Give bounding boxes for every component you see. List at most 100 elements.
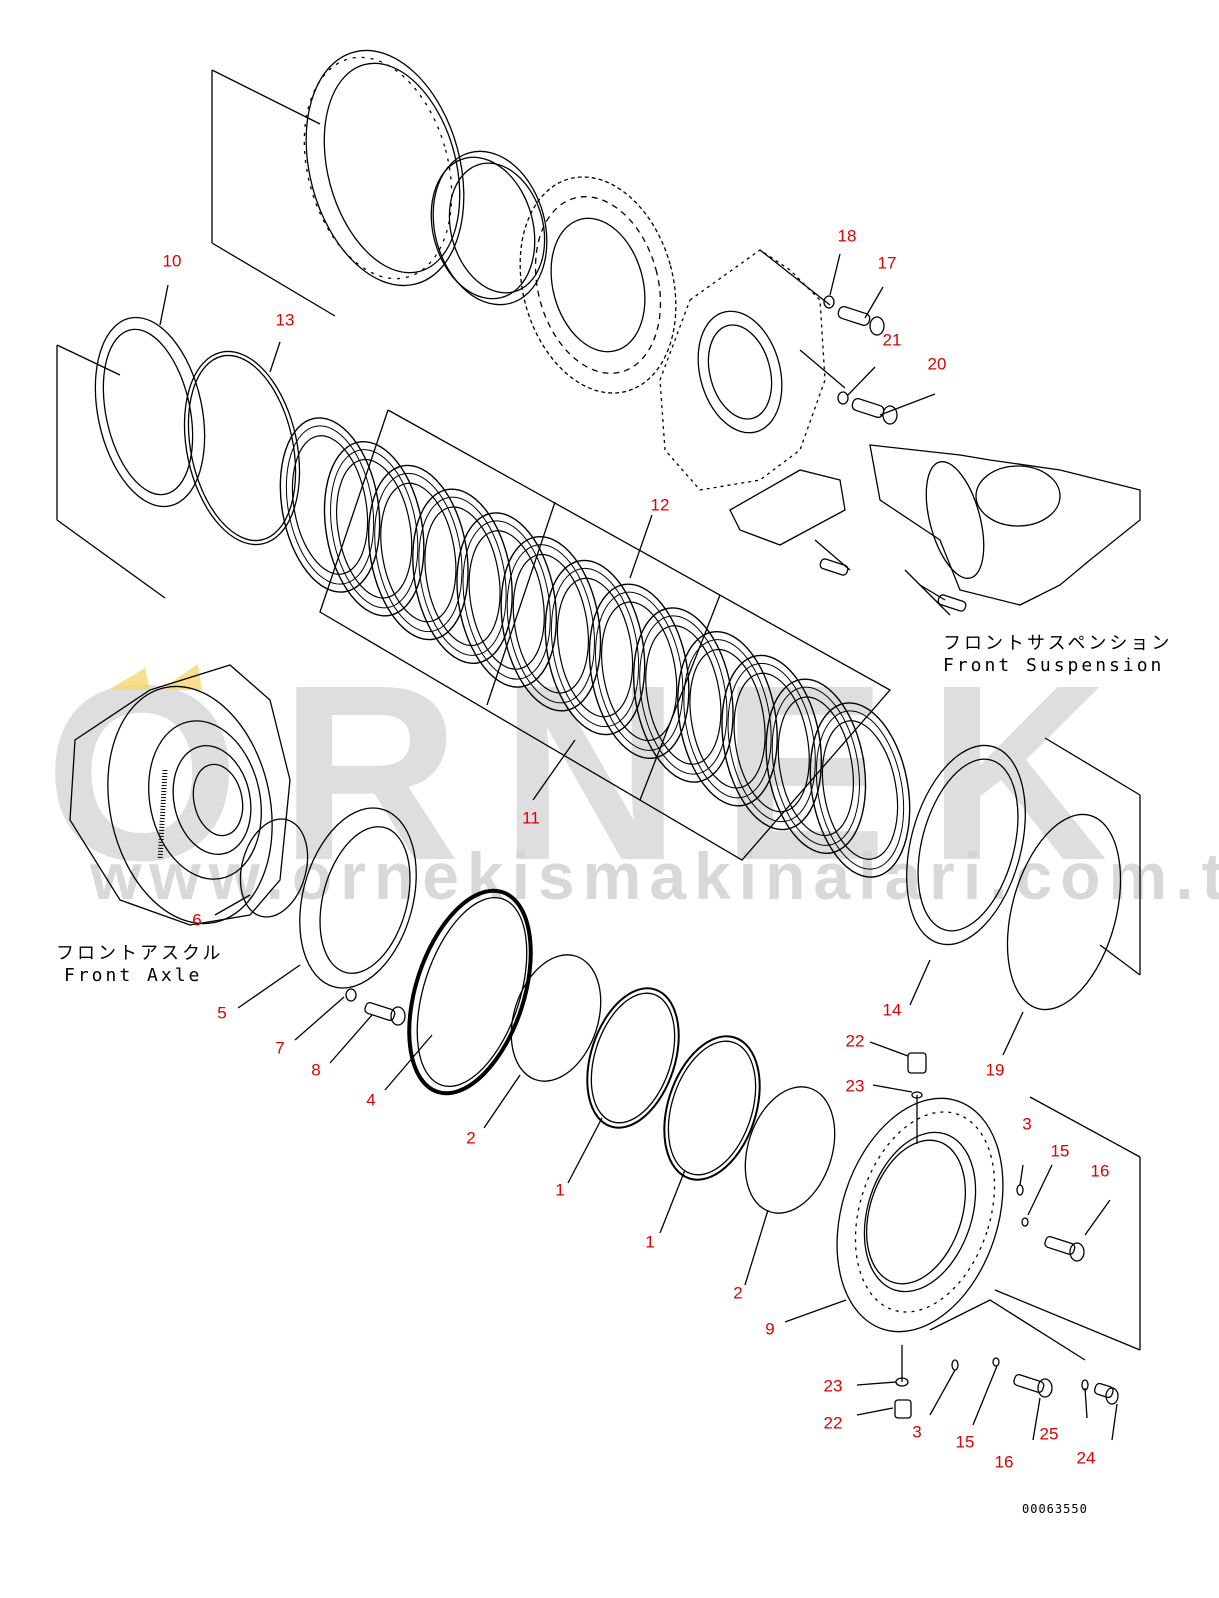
bolt-16-lower	[951, 1357, 1053, 1398]
caption-front-suspension-jp: フロントサスペンション	[943, 633, 1173, 654]
leader-lines	[159, 253, 1118, 1441]
callout-1-lower: 1	[645, 1232, 655, 1252]
callout-18: 18	[837, 226, 857, 246]
plate-edge	[777, 696, 854, 837]
plate-edge	[727, 662, 816, 823]
plate-edge	[336, 458, 413, 599]
callout-21: 21	[882, 330, 902, 350]
bolt-16-upper	[1016, 1184, 1085, 1262]
plate-edge	[639, 615, 728, 775]
callout-8: 8	[311, 1060, 321, 1080]
plate-edge	[291, 435, 369, 575]
callout-23-upper: 23	[845, 1076, 865, 1096]
callout-15-upper: 15	[1050, 1141, 1070, 1161]
plate-edge	[500, 535, 602, 712]
front-suspension-assembly	[729, 444, 1141, 616]
watermark-url: www.ornekismakinalari.com.tr	[90, 839, 1219, 913]
ring-13	[183, 350, 301, 546]
front-axle-hub	[69, 664, 291, 926]
plate-edge	[645, 625, 722, 765]
right-bracket	[1044, 737, 1141, 976]
callout-20: 20	[927, 354, 947, 374]
retainer-plate-5	[299, 807, 417, 989]
disc-pack-frame	[319, 409, 892, 861]
plate-edge	[468, 530, 545, 670]
outer-ring-top	[303, 49, 465, 287]
plate-edge	[506, 544, 595, 704]
plug-22-upper	[907, 1052, 927, 1144]
plate-edge	[632, 607, 734, 783]
plate-edge	[721, 654, 823, 831]
callout-6: 6	[192, 910, 202, 930]
callout-23-lower: 23	[823, 1376, 843, 1396]
bearing-ring-top	[430, 150, 548, 306]
bolt-17	[823, 295, 885, 336]
watermark-accent-left	[108, 668, 150, 690]
plate-edge	[512, 553, 589, 694]
bolt-8	[345, 988, 406, 1026]
caption-front-suspension: フロントサスペンション Front Suspension	[943, 633, 1172, 677]
ring-14	[906, 744, 1026, 946]
plate-edge	[821, 720, 899, 860]
disc-pack	[279, 417, 911, 878]
plate-edge	[412, 488, 513, 665]
plate-edge	[765, 678, 867, 855]
drawing-number: 00063550	[1022, 1502, 1088, 1516]
seal-4	[407, 888, 533, 1096]
plate-edge	[556, 577, 634, 718]
o-ring-6	[239, 818, 309, 918]
callout-13: 13	[275, 310, 295, 330]
caption-front-axle-en: Front Axle	[64, 965, 203, 986]
friction-disc	[412, 488, 513, 665]
o-ring-19	[1006, 813, 1122, 1011]
plate-edge	[544, 559, 646, 736]
perforated-disk	[519, 176, 677, 394]
separator-plate	[632, 607, 734, 783]
callout-4: 4	[366, 1090, 376, 1110]
plate-edge	[809, 702, 911, 878]
plate-edge	[588, 583, 690, 760]
callout-17: 17	[877, 253, 897, 273]
plug-22-lower	[894, 1345, 912, 1419]
separator-plate	[809, 702, 911, 878]
bolt-24	[1081, 1379, 1119, 1405]
callout-24: 24	[1076, 1448, 1096, 1468]
cover-housing-9	[836, 1097, 1004, 1333]
callout-7: 7	[275, 1038, 285, 1058]
callout-15-lower: 15	[955, 1432, 975, 1452]
plate-edge	[418, 496, 507, 656]
caption-front-suspension-en: Front Suspension	[943, 655, 1165, 676]
ring-1-upper	[586, 987, 680, 1129]
separator-plate	[721, 654, 823, 831]
callout-22-upper: 22	[845, 1031, 865, 1051]
friction-disc	[588, 583, 690, 760]
plate-edge	[689, 648, 766, 789]
callout-2-lower: 2	[733, 1283, 743, 1303]
separator-plate	[367, 464, 469, 641]
callout-3-lower: 3	[912, 1422, 922, 1442]
callout-2-upper: 2	[466, 1128, 476, 1148]
caption-front-axle-jp: フロントアスクル	[56, 943, 224, 964]
bolt-20	[837, 391, 898, 425]
callout-10: 10	[162, 251, 182, 271]
plate-edge	[595, 591, 684, 751]
callout-25: 25	[1039, 1424, 1059, 1444]
plate-edge	[330, 449, 419, 609]
plate-edge	[424, 506, 501, 647]
plate-edge	[323, 440, 425, 617]
plate-edge	[374, 472, 463, 633]
ring-1-lower	[663, 1035, 761, 1181]
plate-edge	[771, 686, 860, 846]
plate-edge	[677, 630, 778, 807]
ring-2-lower	[744, 1086, 836, 1214]
plate-edge	[550, 567, 640, 728]
callout-22-lower: 22	[823, 1413, 843, 1433]
callout-1-upper: 1	[555, 1180, 565, 1200]
callout-5: 5	[217, 1003, 227, 1023]
plate-edge	[380, 482, 457, 623]
callout-14: 14	[882, 1000, 902, 1020]
left-bracket	[56, 344, 166, 599]
plate-edge	[815, 710, 905, 870]
